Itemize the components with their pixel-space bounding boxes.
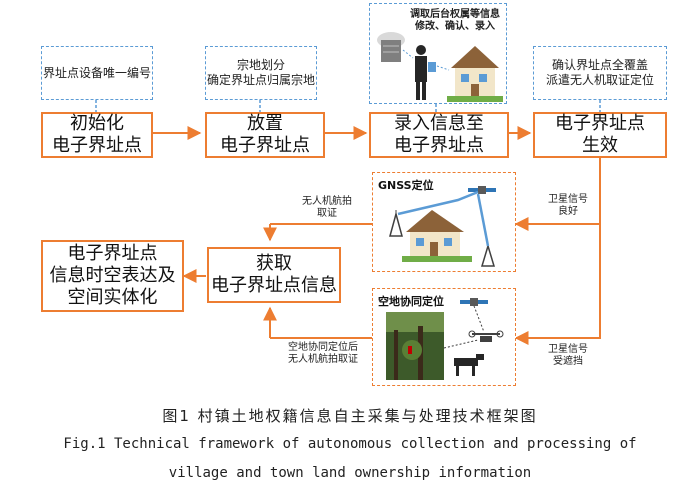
- stage-spatiotemporal-line1: 电子界址点: [67, 243, 158, 264]
- label-satellite-blocked-line1: 卫星信号: [548, 344, 588, 355]
- stage-take-effect-line2: 生效: [582, 135, 618, 156]
- satellite-icon: [468, 186, 496, 194]
- label-satellite-blocked: 卫星信号 受遮挡: [540, 344, 596, 368]
- label-satellite-good-line2: 良好: [558, 206, 578, 217]
- label-satellite-good-line1: 卫星信号: [548, 194, 588, 205]
- note-coverage-confirm: 确认界址点全覆盖 派遣无人机取证定位: [533, 46, 667, 100]
- ground-marker-icon: [408, 346, 412, 354]
- stage-spatiotemporal-line3: 空间实体化: [67, 287, 158, 308]
- label-uav-evidence-line1: 无人机航拍: [302, 196, 352, 207]
- stage-take-effect: 电子界址点 生效: [533, 112, 667, 158]
- label-satellite-good: 卫星信号 良好: [540, 194, 596, 218]
- cell-tower-icon: [389, 210, 403, 237]
- panel-air-ground: 空地协同定位: [372, 288, 516, 386]
- backend-entry-illustration: [377, 32, 503, 102]
- label-uav-evidence: 无人机航拍 取证: [286, 196, 368, 220]
- figure-caption-english-line1: Fig.1 Technical framework of autonomous …: [63, 436, 637, 452]
- note-parcel-division-line2: 确定界址点归属宗地: [206, 73, 315, 87]
- panel-gnss-title: GNSS定位: [378, 179, 434, 192]
- gnss-illustration: [389, 186, 496, 267]
- label-cooperative-evidence-line2: 无人机航拍取证: [288, 354, 358, 365]
- satellite-icon: [460, 298, 488, 306]
- note-coverage-confirm-line1: 确认界址点全覆盖: [551, 58, 648, 72]
- stage-enter-info-line2: 电子界址点: [394, 135, 484, 156]
- stage-enter-info-line1: 录入信息至: [394, 113, 484, 134]
- stage-spatiotemporal-line2: 信息时空表达及: [49, 265, 176, 286]
- label-cooperative-evidence-line1: 空地协同定位后: [288, 342, 358, 353]
- note-device-id-text: 界址点设备唯一编号: [42, 65, 151, 80]
- stage-place-line1: 放置: [247, 113, 283, 134]
- stage-enter-info: 录入信息至 电子界址点: [369, 112, 509, 158]
- house-roof-icon: [451, 46, 499, 68]
- bus-right: [516, 158, 601, 339]
- figure-caption-english-line2: village and town land ownership informat…: [168, 465, 532, 481]
- stage-spatiotemporal-expression: 电子界址点 信息时空表达及 空间实体化: [41, 240, 184, 312]
- note-backend-entry: 调取后台权属等信息 修改、确认、录入: [369, 3, 507, 104]
- stage-place-line2: 电子界址点: [220, 135, 310, 156]
- signal-path: [397, 190, 479, 216]
- stage-initialize-line2: 电子界址点: [52, 135, 142, 156]
- server-icon: [381, 40, 401, 62]
- signal-path-2: [476, 193, 490, 247]
- stage-place: 放置 电子界址点: [205, 112, 325, 158]
- stage-acquire-info-line2: 电子界址点信息: [211, 275, 337, 296]
- figure-caption-chinese: 图1 村镇土地权籍信息自主采集与处理技术框架图: [162, 407, 538, 425]
- stage-take-effect-line1: 电子界址点: [555, 113, 645, 134]
- air-ground-illustration: [386, 298, 504, 380]
- note-parcel-division: 宗地划分 确定界址点归属宗地: [205, 46, 317, 100]
- cell-tower-icon-2: [480, 243, 496, 267]
- panel-gnss: GNSS定位: [372, 172, 516, 272]
- note-parcel-division-line1: 宗地划分: [236, 58, 285, 72]
- label-uav-evidence-line2: 取证: [317, 208, 337, 219]
- stage-initialize-line1: 初始化: [70, 113, 124, 134]
- person-icon: [416, 45, 426, 55]
- tablet-icon: [428, 62, 436, 72]
- stage-acquire-info-line1: 获取: [256, 253, 292, 274]
- note-coverage-confirm-line2: 派遣无人机取证定位: [545, 73, 654, 87]
- robot-dog-icon: [454, 354, 484, 376]
- house-roof-icon: [406, 210, 464, 232]
- label-cooperative-evidence: 空地协同定位后 无人机航拍取证: [276, 342, 370, 366]
- note-backend-entry-line2: 修改、确认、录入: [415, 21, 495, 32]
- stage-initialize: 初始化 电子界址点: [41, 112, 153, 158]
- note-backend-entry-line1: 调取后台权属等信息: [410, 9, 500, 20]
- panel-air-ground-title: 空地协同定位: [378, 295, 444, 308]
- label-satellite-blocked-line2: 受遮挡: [553, 356, 583, 367]
- drone-icon: [468, 330, 504, 342]
- note-device-id: 界址点设备唯一编号: [41, 46, 153, 100]
- stage-acquire-info: 获取 电子界址点信息: [207, 247, 341, 303]
